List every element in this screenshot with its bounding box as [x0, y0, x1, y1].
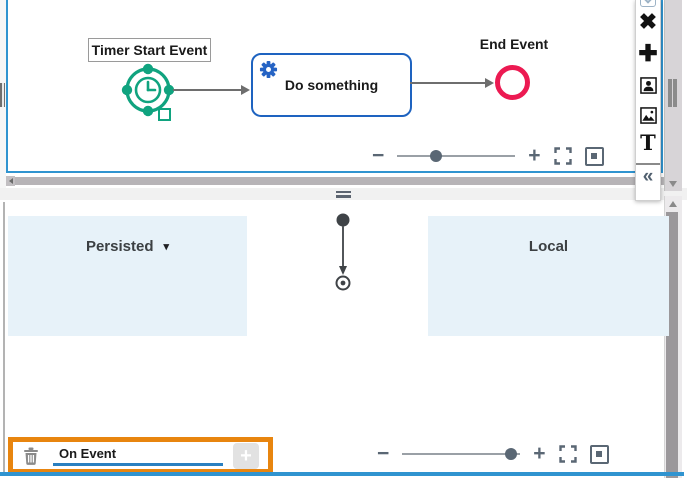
- fit-viewport-inner-square: [596, 451, 603, 457]
- landscape-image-icon[interactable]: [639, 107, 657, 124]
- arrow-left-icon: [8, 178, 13, 184]
- flow-end-target[interactable]: [340, 280, 346, 286]
- vertical-scrollbar-thumb[interactable]: [666, 212, 678, 478]
- end-event-name-label[interactable]: End Event: [479, 36, 549, 52]
- fit-viewport-icon[interactable]: [589, 444, 609, 464]
- toolbar-divider: [636, 163, 660, 165]
- timer-start-event-node[interactable]: [121, 63, 175, 117]
- collapse-left-icon[interactable]: «: [642, 165, 654, 187]
- bottom-panel-left-border: [3, 202, 5, 472]
- top-canvas-zoom-controls: − +: [372, 144, 604, 167]
- event-name-input[interactable]: On Event: [53, 446, 223, 466]
- scroll-left-button[interactable]: [6, 176, 15, 186]
- zoom-slider[interactable]: [397, 149, 516, 163]
- zoom-slider-handle[interactable]: [504, 448, 517, 460]
- persisted-label: Persisted: [85, 238, 154, 255]
- end-event-node[interactable]: [495, 65, 530, 100]
- flow-start-dot[interactable]: [336, 213, 350, 227]
- add-event-button[interactable]: +: [233, 442, 259, 469]
- zoom-slider-track: [402, 453, 521, 455]
- bottom-panel-border: [0, 472, 684, 476]
- portrait-image-icon[interactable]: [639, 77, 657, 94]
- zoom-slider[interactable]: [402, 447, 521, 461]
- fullscreen-icon[interactable]: [553, 147, 572, 165]
- sequence-flow-arrow[interactable]: [410, 75, 496, 91]
- task-name-label: Do something: [284, 77, 379, 93]
- zoom-out-button[interactable]: −: [372, 144, 385, 167]
- bottom-canvas-zoom-controls: − +: [377, 442, 609, 465]
- chevron-down-icon[interactable]: ▾: [163, 241, 170, 253]
- scroll-up-button[interactable]: [669, 201, 677, 207]
- variable-flow-diagram[interactable]: [329, 211, 357, 293]
- vertical-scrollbar-thumb[interactable]: [668, 79, 677, 107]
- left-scrollbar-thumb[interactable]: [0, 83, 5, 107]
- zoom-in-button[interactable]: +: [528, 144, 541, 167]
- splitter-grip-bar: [336, 190, 351, 193]
- zoom-out-button[interactable]: −: [377, 442, 390, 465]
- sequence-flow-arrow[interactable]: [173, 82, 251, 98]
- fullscreen-icon[interactable]: [558, 445, 577, 463]
- text-icon[interactable]: T: [640, 130, 656, 155]
- on-event-row-highlighted[interactable]: On Event +: [8, 437, 273, 474]
- service-task-node[interactable]: Do something: [251, 53, 412, 117]
- scrollbar-grip: [2, 83, 4, 107]
- chevron-down-icon: [642, 0, 654, 4]
- local-label: Local: [528, 238, 569, 255]
- zoom-slider-handle[interactable]: [430, 150, 443, 162]
- start-event-name-label[interactable]: Timer Start Event: [88, 38, 211, 62]
- zoom-in-button[interactable]: +: [533, 442, 546, 465]
- scroll-down-button[interactable]: [669, 181, 677, 187]
- trash-icon[interactable]: [23, 447, 39, 465]
- scrollbar-grip: [671, 79, 673, 107]
- gear-icon: [259, 60, 278, 79]
- top-canvas-horizontal-scrollbar[interactable]: [6, 177, 665, 185]
- palette-toolbar: ✖ ✚ T «: [635, 0, 661, 201]
- close-icon[interactable]: ✖: [638, 9, 658, 34]
- chevron-down-box-icon[interactable]: [640, 0, 656, 7]
- fit-viewport-icon[interactable]: [584, 146, 604, 166]
- panel-splitter[interactable]: [0, 188, 687, 200]
- fit-viewport-inner-square: [591, 153, 598, 159]
- splitter-grip-bar: [336, 195, 351, 198]
- selection-resize-handle[interactable]: [158, 108, 171, 121]
- top-canvas-left-scrollbar[interactable]: [0, 0, 6, 190]
- zoom-slider-track: [397, 155, 516, 157]
- persisted-variables-zone[interactable]: Persisted ▾: [8, 216, 247, 336]
- local-variables-zone[interactable]: Local: [428, 216, 669, 336]
- add-icon[interactable]: ✚: [638, 40, 658, 66]
